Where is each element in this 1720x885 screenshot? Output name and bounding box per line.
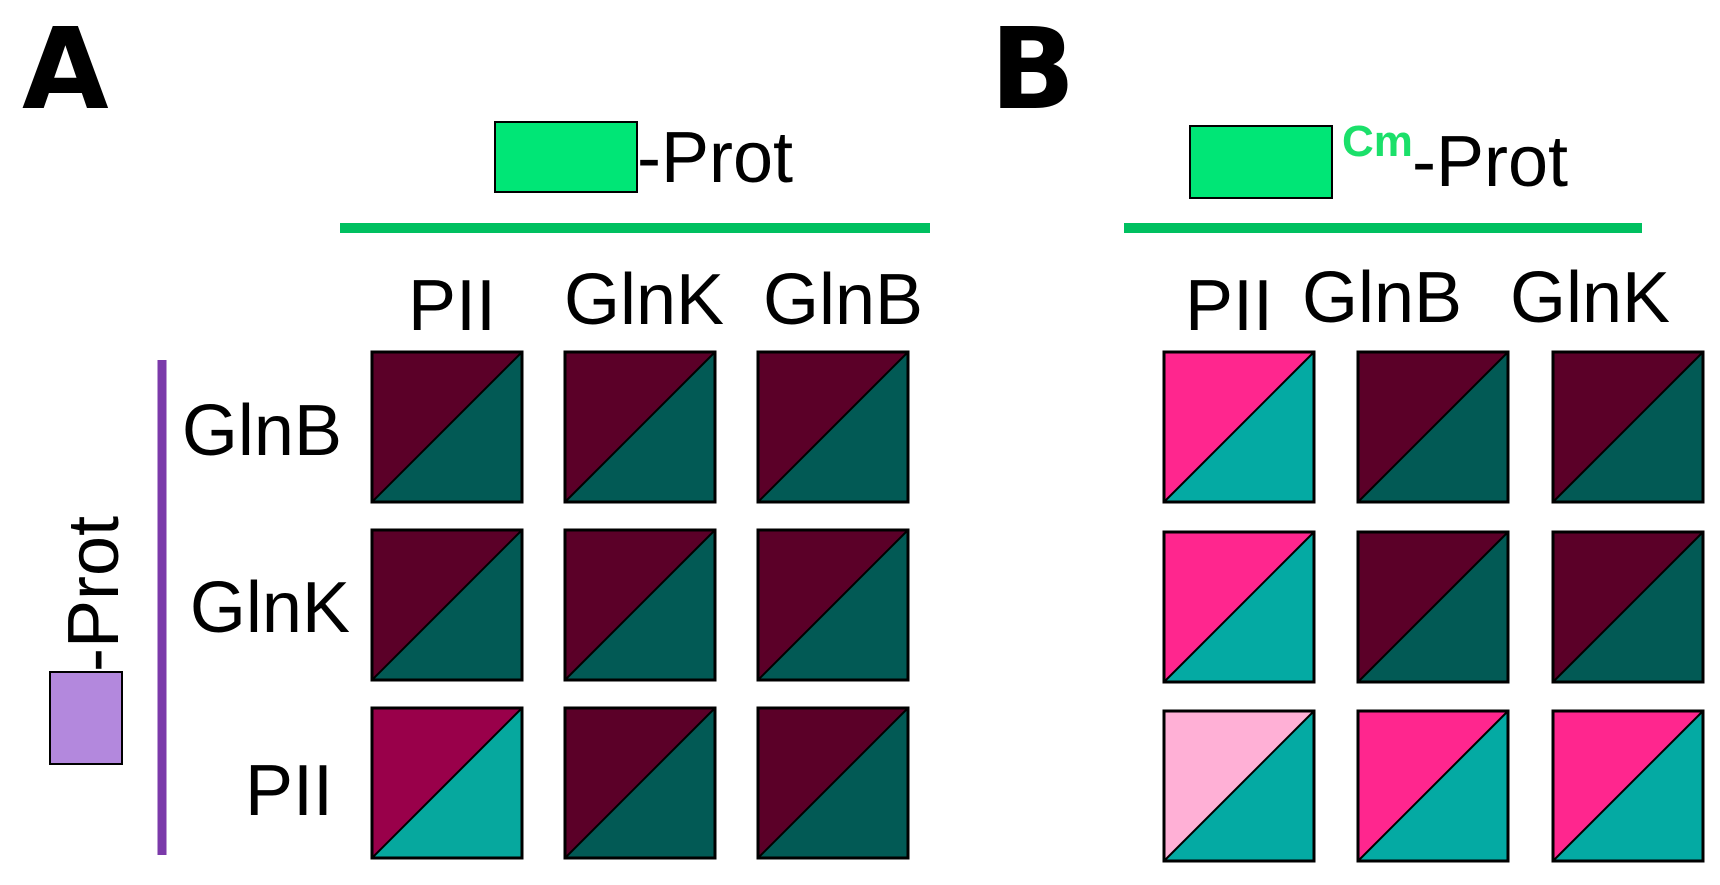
cell-border xyxy=(370,706,524,860)
cell-border xyxy=(1551,530,1705,684)
matrix-a-cell-r2-c0 xyxy=(370,706,524,860)
matrix-a-cell-r2-c1 xyxy=(563,706,717,860)
cell-border xyxy=(1551,709,1705,863)
panel-b: B Cm -Prot PII GlnB GlnK xyxy=(990,5,1705,863)
col-label-a-1: GlnK xyxy=(564,260,724,340)
matrix-b-cell-r0-c1 xyxy=(1356,350,1510,504)
matrix-b-cell-r1-c1 xyxy=(1356,530,1510,684)
matrix-a-cell-r0-c0 xyxy=(370,350,524,504)
cell-border xyxy=(756,706,910,860)
matrix-a-cell-r1-c2 xyxy=(756,528,910,682)
cell-border xyxy=(563,528,717,682)
cell-diagonal xyxy=(1163,710,1315,862)
cell-diagonal xyxy=(1163,351,1315,503)
matrix-b-cell-r2-c2 xyxy=(1551,709,1705,863)
cell-diagonal xyxy=(371,529,523,681)
cell-diagonal xyxy=(757,529,909,681)
cell-border xyxy=(370,528,524,682)
row-label-1: GlnK xyxy=(190,568,350,648)
cell-border xyxy=(1356,530,1510,684)
matrix-b-cell-r0-c2 xyxy=(1551,350,1705,504)
col-label-b-0: PII xyxy=(1185,266,1273,346)
matrix-a xyxy=(370,350,910,860)
cell-border xyxy=(1551,350,1705,504)
cell-diagonal xyxy=(757,707,909,859)
row-label-0: GlnB xyxy=(182,391,342,471)
col-label-a-0: PII xyxy=(408,266,496,346)
header-b-superscript: Cm xyxy=(1342,117,1413,166)
cell-border xyxy=(1356,350,1510,504)
cell-border xyxy=(756,350,910,504)
cell-diagonal xyxy=(371,351,523,503)
cell-border xyxy=(370,350,524,504)
matrix-a-cell-r2-c2 xyxy=(756,706,910,860)
header-b-label: -Prot xyxy=(1412,122,1568,202)
cell-border xyxy=(1162,530,1316,684)
col-label-a-2: GlnB xyxy=(763,260,923,340)
cell-diagonal xyxy=(1357,710,1509,862)
cell-diagonal xyxy=(1357,351,1509,503)
cell-diagonal xyxy=(1357,531,1509,683)
cell-diagonal xyxy=(1552,351,1704,503)
matrix-b-cell-r1-c2 xyxy=(1551,530,1705,684)
green-fluorescent-tag-icon xyxy=(1189,125,1333,199)
matrix-a-cell-r0-c1 xyxy=(563,350,717,504)
matrix-a-cell-r1-c1 xyxy=(563,528,717,682)
col-label-b-2: GlnK xyxy=(1510,258,1670,338)
matrix-b-cell-r2-c1 xyxy=(1356,709,1510,863)
cell-diagonal xyxy=(1163,531,1315,683)
cell-diagonal xyxy=(1552,710,1704,862)
matrix-b-cell-r2-c0 xyxy=(1162,709,1316,863)
cell-diagonal xyxy=(1552,531,1704,683)
cell-diagonal xyxy=(371,707,523,859)
cell-border xyxy=(1162,709,1316,863)
panel-a: A -Prot PII GlnK GlnB -Prot GlnB GlnK PI… xyxy=(22,5,930,860)
cell-border xyxy=(1356,709,1510,863)
left-axis-label: -Prot xyxy=(54,516,134,672)
row-label-2: PII xyxy=(245,751,333,831)
purple-fluorescent-tag-icon xyxy=(49,671,123,765)
cell-border xyxy=(563,350,717,504)
matrix-a-cell-r0-c2 xyxy=(756,350,910,504)
cell-diagonal xyxy=(757,351,909,503)
matrix-b-cell-r1-c0 xyxy=(1162,530,1316,684)
green-fluorescent-tag-icon xyxy=(494,121,638,193)
cell-diagonal xyxy=(564,707,716,859)
matrix-b xyxy=(1162,350,1705,863)
panel-letter-a: A xyxy=(22,5,109,135)
cell-border xyxy=(563,706,717,860)
matrix-a-cell-r1-c0 xyxy=(370,528,524,682)
cell-border xyxy=(1162,350,1316,504)
cell-diagonal xyxy=(564,529,716,681)
header-a-label: -Prot xyxy=(637,118,793,198)
cell-border xyxy=(756,528,910,682)
matrix-b-cell-r0-c0 xyxy=(1162,350,1316,504)
panel-letter-b: B xyxy=(990,5,1075,135)
cell-diagonal xyxy=(564,351,716,503)
col-label-b-1: GlnB xyxy=(1302,258,1462,338)
